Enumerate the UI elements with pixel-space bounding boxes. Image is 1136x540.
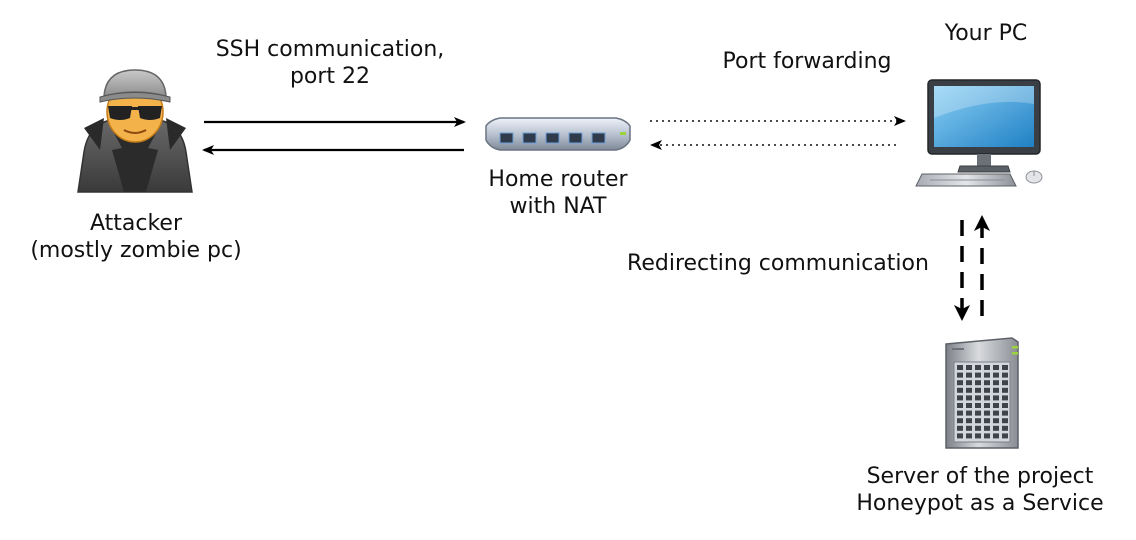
- server-vent-cell: [966, 418, 972, 424]
- server-vent-cell: [993, 372, 999, 378]
- server-vent-cell: [957, 425, 963, 431]
- server-vent-cell: [993, 418, 999, 424]
- server-vent-cell: [984, 395, 990, 401]
- server-vent-cell: [957, 403, 963, 408]
- router-label-line1: Home router: [488, 167, 628, 192]
- server-label-line2: Honeypot as a Service: [856, 491, 1104, 516]
- server-vent-cell: [984, 410, 990, 416]
- server-vent-cell: [984, 365, 990, 370]
- server-vent-cell: [984, 372, 990, 378]
- server-vent-cell: [1002, 410, 1008, 416]
- server-vent-cell: [1002, 433, 1008, 439]
- router-label-line2: with NAT: [509, 194, 607, 219]
- your-pc-label: Your PC: [944, 21, 1028, 46]
- server-vent-cell: [1002, 403, 1008, 408]
- server-vent-cell: [984, 418, 990, 424]
- server-vent-cell: [993, 365, 999, 370]
- server-vent-cell: [957, 410, 963, 416]
- server-vent-cell: [966, 387, 972, 393]
- server-vent-cell: [975, 403, 981, 408]
- server-vent-grid: [957, 365, 1008, 439]
- server-vent-cell: [993, 380, 999, 386]
- attacker-label-line2: (mostly zombie pc): [30, 238, 242, 263]
- server-vent-cell: [966, 425, 972, 431]
- server-vent-cell: [966, 395, 972, 401]
- ssh-label-line2: port 22: [289, 64, 371, 89]
- server-vent-cell: [975, 418, 981, 424]
- server-vent-cell: [957, 380, 963, 386]
- server-vent-cell: [984, 403, 990, 408]
- server-vent-cell: [975, 395, 981, 401]
- desktop-pc-icon: [915, 79, 1043, 187]
- server-vent-cell: [957, 365, 963, 370]
- server-vent-cell: [975, 410, 981, 416]
- server-vent-cell: [984, 425, 990, 431]
- attacker-label-line1: Attacker: [89, 211, 183, 236]
- server-vent-cell: [1002, 372, 1008, 378]
- server-vent-cell: [1002, 425, 1008, 431]
- port-forwarding-label: Port forwarding: [722, 49, 892, 74]
- attacker-label: Attacker (mostly zombie pc): [10, 210, 262, 264]
- server-vent-cell: [975, 433, 981, 439]
- router-label: Home router with NAT: [440, 166, 676, 220]
- server-vent-cell: [993, 410, 999, 416]
- server-vent-cell: [984, 387, 990, 393]
- server-vent-cell: [957, 395, 963, 401]
- server-vent-cell: [993, 403, 999, 408]
- server-vent-cell: [984, 433, 990, 439]
- server-vent-cell: [1002, 365, 1008, 370]
- server-vent-cell: [966, 433, 972, 439]
- redirecting-communication-label: Redirecting communication: [627, 251, 929, 276]
- hooded-attacker-icon: [77, 69, 193, 193]
- router-icon: [485, 117, 631, 151]
- server-vent-cell: [966, 410, 972, 416]
- server-vent-cell: [993, 387, 999, 393]
- server-vent-cell: [1002, 395, 1008, 401]
- server-vent-cell: [993, 395, 999, 401]
- server-vent-cell: [1002, 418, 1008, 424]
- server-vent-cell: [993, 433, 999, 439]
- server-vent-cell: [966, 403, 972, 408]
- server-vent-cell: [957, 418, 963, 424]
- server-vent-cell: [1002, 387, 1008, 393]
- server-vent-cell: [975, 380, 981, 386]
- server-vent-cell: [966, 372, 972, 378]
- server-vent-cell: [993, 425, 999, 431]
- ssh-communication-label: SSH communication, port 22: [180, 36, 480, 90]
- server-label: Server of the project Honeypot as a Serv…: [830, 463, 1130, 517]
- server-vent-cell: [966, 365, 972, 370]
- server-vent-cell: [975, 365, 981, 370]
- ssh-label-line1: SSH communication,: [215, 37, 445, 62]
- server-vent-cell: [1002, 380, 1008, 386]
- server-vent-cell: [975, 372, 981, 378]
- server-vent-cell: [957, 433, 963, 439]
- server-vent-cell: [975, 425, 981, 431]
- server-tower-icon: [945, 337, 1019, 449]
- server-vent-cell: [966, 380, 972, 386]
- server-vent-cell: [957, 372, 963, 378]
- server-vent-cell: [984, 380, 990, 386]
- server-label-line1: Server of the project: [866, 464, 1094, 489]
- server-vent-cell: [975, 387, 981, 393]
- server-vent-cell: [957, 387, 963, 393]
